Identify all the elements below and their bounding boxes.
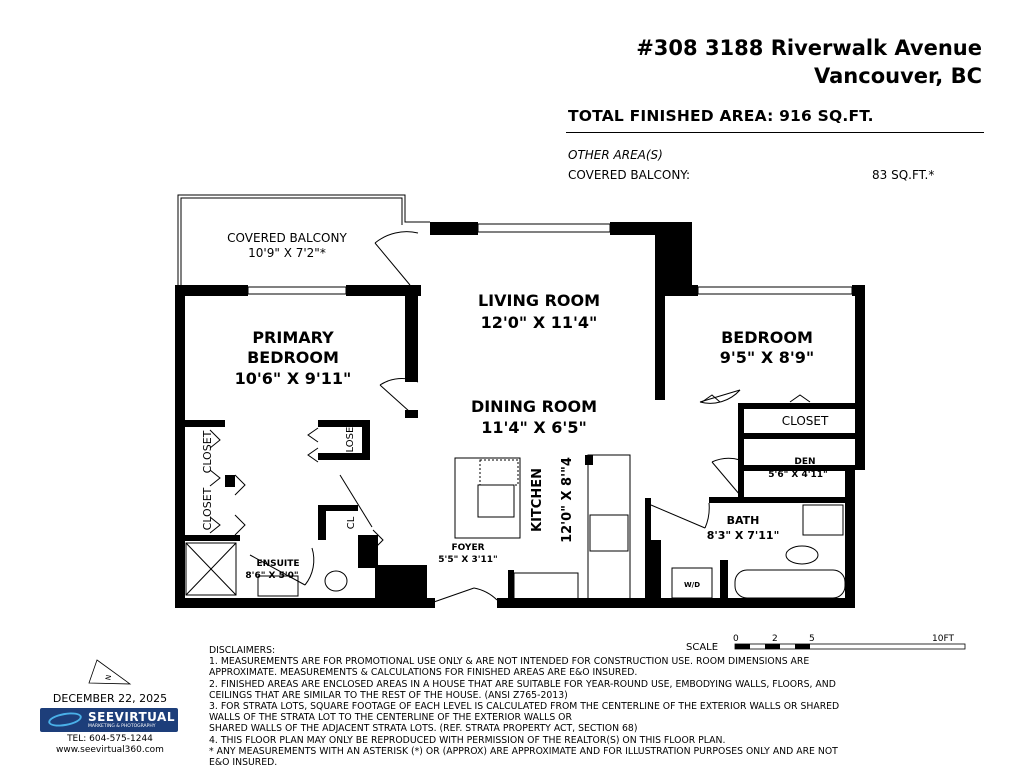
total-finished-area: TOTAL FINISHED AREA: 916 SQ.FT.: [568, 107, 874, 125]
dining-room-dims: 11'4" X 6'5": [481, 418, 587, 437]
living-room-dims: 12'0" X 11'4": [481, 313, 598, 332]
disclaimers: DISCLAIMERS: 1. MEASUREMENTS ARE FOR PRO…: [209, 645, 999, 768]
north-arrow-icon: N: [88, 659, 132, 685]
bedroom-closet-label: CLOSET: [782, 414, 829, 428]
address-line-2: Vancouver, BC: [814, 64, 982, 88]
company-phone: TEL: 604-575-1244: [67, 734, 153, 744]
scale-label: SCALE: [686, 642, 718, 653]
door-swings: [209, 231, 811, 604]
address-line-1: #308 3188 Riverwalk Avenue: [636, 36, 982, 60]
washer-dryer-label: W/D: [684, 581, 700, 589]
hall-closet-label: CLOSET: [345, 420, 356, 460]
disclaimer-line: E&O INSURED.: [209, 757, 278, 768]
disclaimer-line: CEILINGS THAT ARE SIMILAR TO THE REST OF…: [209, 689, 568, 701]
ensuite-name: ENSUITE: [256, 559, 299, 569]
primary-closet-lower-label: CLOSET: [201, 487, 214, 530]
scale-tick-10: 10FT: [932, 634, 954, 644]
disclaimer-line: WALLS OF THE STRATA LOT TO THE CENTERLIN…: [209, 712, 572, 724]
bedroom-name: BEDROOM: [721, 328, 813, 347]
disclaimer-line: APPROXIMATE. MEASUREMENTS & CALCULATIONS…: [209, 667, 638, 679]
scale-tick-5: 5: [809, 634, 815, 644]
other-areas-label: OTHER AREA(S): [568, 148, 663, 162]
ensuite-dims: 8'6" X 5'0": [245, 571, 298, 581]
living-room-name: LIVING ROOM: [478, 291, 600, 310]
primary-bedroom-name-1: PRIMARY: [252, 328, 334, 347]
primary-closet-upper-label: CLOSET: [201, 430, 214, 473]
scale-bar: SCALE 0 2 5 10FT: [686, 634, 966, 653]
kitchen-name: KITCHEN: [530, 468, 545, 532]
balcony-name: COVERED BALCONY: [227, 231, 347, 245]
kitchen-dims: 12'0" X 8'"4: [560, 457, 575, 543]
small-closet-label: CL: [346, 516, 357, 529]
primary-bedroom-dims: 10'6" X 9'11": [235, 369, 352, 388]
disclaimer-line: * ANY MEASUREMENTS WITH AN ASTERISK (*) …: [209, 745, 838, 757]
den-name: DEN: [794, 457, 815, 467]
covered-balcony-area-label: COVERED BALCONY:: [568, 168, 691, 182]
disclaimer-line: DISCLAIMERS:: [209, 645, 276, 656]
bath-name: BATH: [727, 514, 760, 527]
company-website[interactable]: www.seevirtual360.com: [56, 745, 164, 755]
plan-date: DECEMBER 22, 2025: [52, 692, 168, 705]
logo-text: SEEVIRTUAL: [88, 710, 175, 724]
balcony-dims: 10'9" X 7'2"*: [248, 246, 326, 260]
balcony-outline: [177, 194, 430, 285]
company-logo: SEEVIRTUAL MARKETING & PHOTOGRAPHY: [40, 708, 178, 732]
disclaimer-line: 1. MEASUREMENTS ARE FOR PROMOTIONAL USE …: [209, 656, 810, 668]
primary-bedroom-name-2: BEDROOM: [247, 348, 339, 367]
scale-tick-2: 2: [772, 634, 778, 644]
den-dims: 5'6" X 4'11": [768, 470, 827, 480]
foyer-dims: 5'5" X 3'11": [438, 555, 497, 565]
scale-tick-0: 0: [733, 634, 739, 644]
disclaimer-line: SHARED WALLS OF THE ADJACENT STRATA LOTS…: [209, 723, 638, 735]
disclaimer-line: 2. FINISHED AREAS ARE ENCLOSED AREAS IN …: [209, 678, 836, 690]
bath-dims: 8'3" X 7'11": [707, 529, 780, 542]
bedroom-dims: 9'5" X 8'9": [720, 348, 814, 367]
windows: [247, 223, 853, 295]
logo-subtext: MARKETING & PHOTOGRAPHY: [88, 724, 156, 729]
foyer-name: FOYER: [451, 543, 484, 553]
covered-balcony-area-value: 83 SQ.FT.*: [872, 168, 935, 182]
compass-label: N: [104, 674, 113, 681]
walls: [175, 222, 865, 608]
logo-swirl-icon: [47, 710, 83, 729]
disclaimer-line: 3. FOR STRATA LOTS, SQUARE FOOTAGE OF EA…: [209, 701, 840, 713]
dining-room-name: DINING ROOM: [471, 397, 597, 416]
room-labels: COVERED BALCONY 10'9" X 7'2"* LIVING ROO…: [201, 231, 829, 589]
divider: [566, 132, 984, 133]
disclaimer-line: 4. THIS FLOOR PLAN MAY ONLY BE REPRODUCE…: [209, 734, 726, 746]
fixtures: [185, 454, 846, 604]
